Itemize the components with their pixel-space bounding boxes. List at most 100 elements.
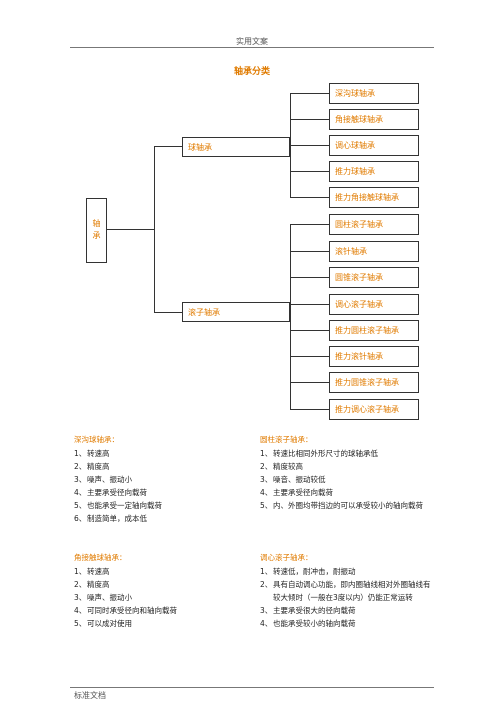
roller-connector-v bbox=[290, 224, 291, 410]
leaf-connector bbox=[290, 145, 329, 146]
item-text: 制造简单，成本低 bbox=[87, 514, 147, 523]
list-item: 2、精度高 bbox=[74, 460, 244, 473]
item-number: 3、 bbox=[260, 606, 273, 615]
item-number: 3、 bbox=[74, 593, 87, 602]
list-item: 2、精度较高 bbox=[260, 460, 435, 473]
item-number: 1、 bbox=[74, 449, 87, 458]
item-text: 噪声、振动小 bbox=[87, 475, 132, 484]
list-item: 4、可同时承受径向和轴向载荷 bbox=[74, 604, 244, 617]
item-text: 转速高 bbox=[87, 567, 110, 576]
list-item: 3、噪声、振动小 bbox=[74, 473, 244, 486]
item-number: 1、 bbox=[260, 449, 273, 458]
section-title: 圆柱滚子轴承： bbox=[260, 435, 313, 444]
leaf-connector bbox=[290, 409, 329, 410]
list-item: 4、也能承受较小的轴向载荷 bbox=[260, 617, 435, 630]
list-item: 5、也能承受一定轴向载荷 bbox=[74, 499, 244, 512]
item-text: 可同时承受径向和轴向载荷 bbox=[87, 606, 177, 615]
root-node-bearing: 轴承 bbox=[86, 198, 107, 263]
list-item: 5、内、外圈均带挡边的可以承受较小的轴向载荷 bbox=[260, 499, 435, 512]
leaf-connector bbox=[290, 277, 329, 278]
list-item: 4、主要承受径向载荷 bbox=[74, 486, 244, 499]
connector-to-ball bbox=[154, 146, 182, 147]
leaf-connector bbox=[290, 382, 329, 383]
item-text: 可以成对使用 bbox=[87, 619, 132, 628]
list-item: 6、制造简单，成本低 bbox=[74, 512, 244, 525]
leaf-node-1-1: 滚针轴承 bbox=[329, 241, 419, 262]
item-text: 也能承受较小的轴向载荷 bbox=[273, 619, 356, 628]
root-connector-v bbox=[154, 146, 155, 313]
section-title: 深沟球轴承： bbox=[74, 435, 119, 444]
list-item: 3、主要承受很大的径向载荷 bbox=[260, 604, 435, 617]
list-item: 2、精度高 bbox=[74, 578, 244, 591]
connector-to-roller bbox=[154, 312, 182, 313]
leaf-node-0-4: 推力角接触球轴承 bbox=[329, 187, 419, 208]
leaf-node-1-3: 调心滚子轴承 bbox=[329, 294, 419, 315]
item-number: 2、 bbox=[74, 580, 87, 589]
item-number: 1、 bbox=[74, 567, 87, 576]
leaf-connector bbox=[290, 224, 329, 225]
leaf-node-0-3: 推力球轴承 bbox=[329, 161, 419, 182]
item-number: 4、 bbox=[74, 606, 87, 615]
item-number: 2、 bbox=[74, 462, 87, 471]
list-item: 4、主要承受径向载荷 bbox=[260, 486, 435, 499]
item-text: 精度较高 bbox=[273, 462, 303, 471]
page-footer-text: 标准文档 bbox=[74, 691, 106, 700]
item-text: 噪声、振动小 bbox=[87, 593, 132, 602]
list-item: 2、具有自动调心功能，即内圈轴线相对外圈轴线有较大倾时（一般在3度以内）仍能正常… bbox=[260, 578, 435, 604]
list-item: 5、可以成对使用 bbox=[74, 617, 244, 630]
root-connector-h bbox=[107, 229, 154, 230]
leaf-connector bbox=[290, 171, 329, 172]
item-text: 主要承受径向载荷 bbox=[273, 488, 333, 497]
leaf-connector bbox=[290, 119, 329, 120]
leaf-node-1-6: 推力圆锥滚子轴承 bbox=[329, 372, 419, 393]
list-item: 1、转速高 bbox=[74, 565, 244, 578]
item-number: 2、 bbox=[260, 462, 273, 471]
item-number: 4、 bbox=[260, 488, 273, 497]
section-title: 角接触球轴承： bbox=[74, 553, 127, 562]
item-number: 3、 bbox=[260, 475, 273, 484]
branch-node-roller-bearing: 滚子轴承 bbox=[182, 302, 290, 322]
leaf-connector bbox=[290, 356, 329, 357]
leaf-node-0-2: 调心球轴承 bbox=[329, 135, 419, 156]
item-text: 精度高 bbox=[87, 462, 110, 471]
leaf-node-1-4: 推力圆柱滚子轴承 bbox=[329, 320, 419, 341]
leaf-connector bbox=[290, 330, 329, 331]
header-rule bbox=[70, 47, 434, 48]
leaf-node-0-0: 深沟球轴承 bbox=[329, 83, 419, 104]
item-text: 转速比相同外形尺寸的球轴承低 bbox=[273, 449, 378, 458]
item-number: 5、 bbox=[260, 501, 273, 510]
item-number: 5、 bbox=[74, 619, 87, 628]
leaf-connector bbox=[290, 197, 329, 198]
item-number: 3、 bbox=[74, 475, 87, 484]
item-text: 精度高 bbox=[87, 580, 110, 589]
list-item: 1、转速高 bbox=[74, 447, 244, 460]
footer-rule bbox=[70, 687, 434, 688]
item-number: 2、 bbox=[260, 580, 273, 589]
leaf-connector bbox=[290, 304, 329, 305]
item-text: 也能承受一定轴向载荷 bbox=[87, 501, 162, 510]
leaf-node-0-1: 角接触球轴承 bbox=[329, 109, 419, 130]
item-text: 噪音、振动较低 bbox=[273, 475, 326, 484]
leaf-connector bbox=[290, 251, 329, 252]
item-number: 6、 bbox=[74, 514, 87, 523]
leaf-node-1-7: 推力调心滚子轴承 bbox=[329, 399, 419, 420]
item-number: 4、 bbox=[74, 488, 87, 497]
leaf-node-1-5: 推力滚针轴承 bbox=[329, 346, 419, 367]
branch-node-ball-bearing: 球轴承 bbox=[182, 137, 290, 157]
item-text: 转速高 bbox=[87, 449, 110, 458]
item-number: 4、 bbox=[260, 619, 273, 628]
item-text: 具有自动调心功能，即内圈轴线相对外圈轴线有较大倾时（一般在3度以内）仍能正常运转 bbox=[273, 580, 431, 602]
item-text: 内、外圈均带挡边的可以承受较小的轴向载荷 bbox=[273, 501, 423, 510]
item-text: 主要承受很大的径向载荷 bbox=[273, 606, 356, 615]
section-title: 调心滚子轴承： bbox=[260, 553, 313, 562]
page-header-text: 实用文案 bbox=[236, 37, 268, 46]
item-text: 主要承受径向载荷 bbox=[87, 488, 147, 497]
list-item: 3、噪声、振动小 bbox=[74, 591, 244, 604]
